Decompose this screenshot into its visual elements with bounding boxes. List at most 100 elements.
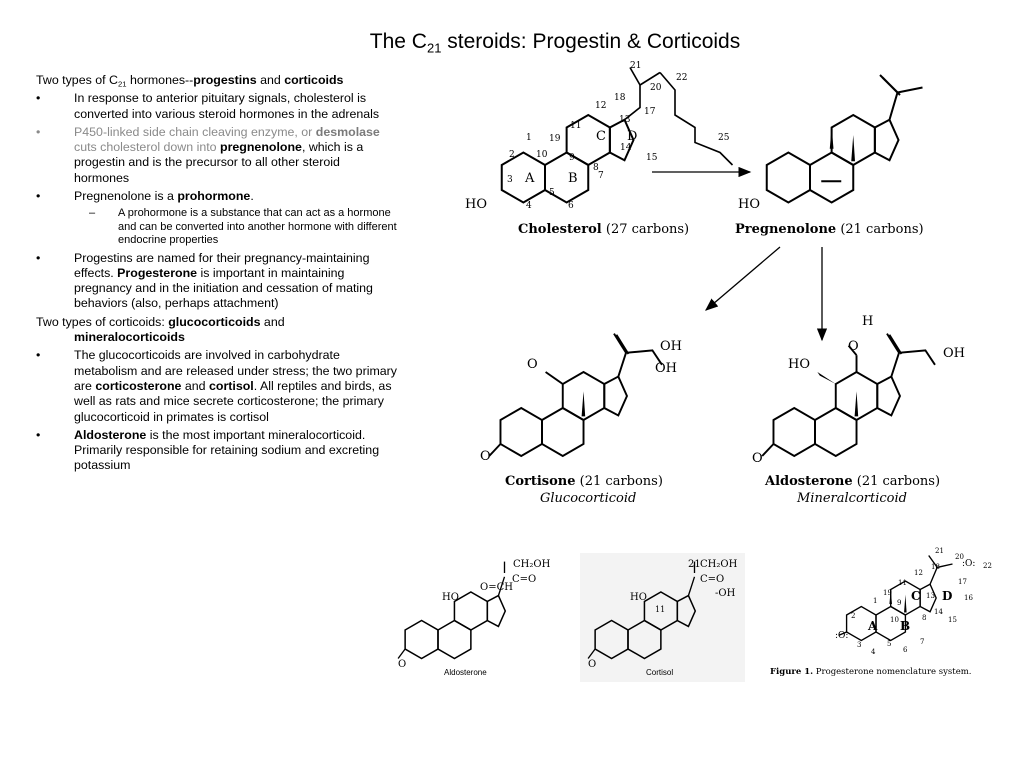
prog-c-num: 5 [887,640,891,648]
slide-body-text: Two types of C21 hormones--progestins an… [36,73,398,477]
cortisone-name: Cortisone [505,474,576,489]
cortisone-oh: OH [660,339,682,354]
ring-label-c: C [596,129,606,144]
prog-c-num: 12 [914,569,923,577]
arrow-pregnenolone-to-cortisone [705,246,781,311]
cortisol-structure: 21 CH₂OH C=O -OH HO 11 O Cortisol [580,553,745,682]
aldosterone-oxo: O [752,451,763,466]
prog-ring-a: A [867,619,878,633]
prog-c-num: 1 [873,597,877,605]
aldosterone-name: Aldosterone [764,474,853,489]
prog-c-num: 19 [883,589,892,597]
aldosterone-carbons: (21 carbons) [857,474,940,489]
cortisol-num21: 21 [688,559,701,570]
cholesterol-c-num: 19 [549,134,561,144]
bullet-glucocorticoids: •The glucocorticoids are involved in car… [36,348,397,424]
prog-c-num: 6 [903,646,908,654]
cortisol-caption: Cortisol [646,668,673,677]
prog-c-num: 3 [857,641,861,649]
prog-c-num: 14 [934,608,943,616]
intro-progestins: Two types of C21 hormones--progestins an… [36,73,344,89]
cholesterol-c-num: 11 [570,121,581,131]
cortisone-oh: OH [655,361,677,376]
prog-c-num: 15 [948,616,957,624]
cholesterol-c-num: 22 [676,73,687,83]
cholesterol-c-num: 15 [646,153,658,163]
cholesterol-c-num: 9 [569,153,575,163]
pregnenolone-carbons: (21 carbons) [840,222,923,237]
cortisone-carbons: (21 carbons) [580,474,663,489]
bullet-aldosterone: •Aldosterone is the most important miner… [36,427,380,473]
bullet-cholesterol: •In response to anterior pituitary signa… [36,91,380,121]
aldo2-oxo: O [398,659,406,670]
bullet-desmolase: •P450-linked side chain cleaving enzyme,… [36,124,380,185]
cholesterol-c-num: 21 [630,61,641,71]
aldosterone-h: H [862,314,873,329]
aldosterone-small-structure: CH₂OH C=O O=CH HO O Aldosterone [397,559,551,677]
cholesterol-c-num: 5 [549,188,555,198]
ring-label-d: D [627,129,637,144]
cholesterol-ho: HO [465,197,487,212]
pregnenolone-ho: HO [738,197,760,212]
svg-text:Cortisone (21 carbons): Cortisone (21 carbons) [505,474,663,489]
aldosterone-structure: H HO O O OH Aldosterone (21 carbons) Min… [752,314,965,506]
aldosterone-ho: HO [788,357,810,372]
aldo2-co: C=O [512,574,536,585]
prog-c-num: 11 [898,579,907,587]
prog-c-num: 22 [983,562,992,570]
cholesterol-c-num: 18 [614,93,626,103]
svg-text:Cholesterol (27 carbons): Cholesterol (27 carbons) [518,222,689,237]
cortisol-ho: HO [630,592,647,603]
prog-c-num: 16 [964,594,973,602]
prog-c-num: 20 [955,553,964,561]
prog-caption: Progesterone nomenclature system. [813,667,971,677]
prog-c-num: 10 [890,616,899,624]
cholesterol-c-num: 8 [593,163,599,173]
cholesterol-c-num: 25 [718,133,730,143]
prog-ring-c: C [911,589,921,603]
pregnenolone-name: Pregnenolone [735,222,836,237]
cholesterol-c-num: 20 [650,83,662,93]
cholesterol-c-num: 10 [536,150,548,160]
cholesterol-c-num: 3 [507,175,513,185]
prog-ring-d: D [942,589,952,603]
cortisone-structure: O O OH OH Cortisone (21 carbons) Glucoco… [480,333,682,506]
subbullet-prohormone-def: –A prohormone is a substance that can ac… [89,207,397,247]
cortisone-oxo: O [480,449,491,464]
cholesterol-c-num: 1 [526,133,532,143]
prog-c-num: 9 [897,599,901,607]
cholesterol-c-num: 17 [644,107,656,117]
slide-title: The C21 steroids: Progestin & Corticoids [369,30,741,56]
aldosterone-oxo: O [848,339,859,354]
prog-oxo-3: :O: [835,631,848,641]
aldo2-och: O=CH [480,582,513,593]
prog-c-num: 18 [931,563,940,571]
intro-corticoids: Two types of corticoids: glucocorticoids… [36,314,285,345]
progesterone-nomenclature-structure: 1 2 3 4 5 6 7 8 9 10 11 12 13 14 15 16 1… [770,547,992,677]
svg-text:Figure 1. Progesterone nomencl: Figure 1. Progesterone nomenclature syst… [770,667,972,677]
bullet-progestins: •Progestins are named for their pregnanc… [36,250,373,311]
pregnenolone-structure: HO Pregnenolone (21 carbons) [735,74,924,237]
prog-c-num: 4 [871,648,876,656]
cortisone-type: Glucocorticoid [540,491,636,506]
cortisol-co: C=O [700,574,724,585]
prog-caption-bold: Figure 1. [770,667,813,677]
aldo2-ch2oh: CH₂OH [513,559,551,570]
ring-label-b: B [568,171,578,186]
prog-ring-b: B [900,619,910,633]
aldo2-caption: Aldosterone [444,668,487,677]
prog-c-num: 17 [958,578,967,586]
cortisol-ch2oh: CH₂OH [700,559,738,570]
cholesterol-c-num: 13 [619,115,631,125]
aldosterone-oh: OH [943,346,965,361]
cholesterol-c-num: 4 [526,201,532,211]
cholesterol-c-num: 2 [509,150,515,160]
cortisone-oxo: O [527,357,538,372]
aldosterone-type: Mineralcorticoid [796,491,907,506]
aldo2-ho: HO [442,592,459,603]
prog-c-num: 21 [935,547,944,555]
cortisol-num11: 11 [655,605,665,614]
cortisol-oxo: O [588,659,596,670]
cholesterol-name: Cholesterol [518,222,602,237]
